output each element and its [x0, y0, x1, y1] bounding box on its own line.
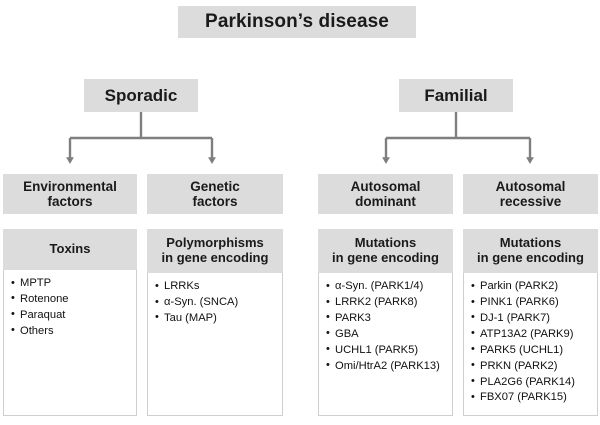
list-mutations-recessive: Parkin (PARK2)PINK1 (PARK6)DJ-1 (PARK7)A…	[471, 279, 597, 406]
panel-header-mutations-dominant: Mutations in gene encoding	[318, 229, 453, 274]
list-item: FBX07 (PARK15)	[471, 390, 597, 406]
panel-polymorphisms: Polymorphisms in gene encoding LRRKsα-Sy…	[147, 229, 283, 416]
list-item: PINK1 (PARK6)	[471, 295, 597, 311]
category-line-1: Autosomal	[350, 178, 421, 194]
list-item: α-Syn. (SNCA)	[155, 295, 282, 311]
list-item: Others	[11, 323, 136, 340]
diagram-title: Parkinson’s disease	[178, 6, 416, 38]
category-line-2: factors	[192, 194, 238, 209]
list-toxins: MPTPRotenoneParaquatOthers	[11, 276, 136, 340]
panel-header-line-1: Mutations	[354, 235, 417, 250]
list-item: α-Syn. (PARK1/4)	[326, 279, 452, 295]
panel-body-polymorphisms: LRRKsα-Syn. (SNCA)Tau (MAP)	[147, 273, 283, 416]
list-item: PRKN (PARK2)	[471, 358, 597, 375]
branch-familial: Familial	[399, 79, 513, 112]
list-item: ATP13A2 (PARK9)	[471, 326, 597, 343]
list-item: GBA	[326, 326, 452, 343]
list-item: PARK3	[326, 310, 452, 327]
category-line-2: dominant	[355, 194, 416, 209]
category-line-2: factors	[47, 194, 93, 209]
panel-header-line-2: in gene encoding	[477, 249, 584, 265]
category-line-2: recessive	[499, 194, 562, 209]
panel-header-line-1: Toxins	[49, 240, 91, 256]
category-autosomal-dominant: Autosomal dominant	[318, 174, 453, 214]
list-mutations-dominant: α-Syn. (PARK1/4)LRRK2 (PARK8)PARK3GBAUCH…	[326, 279, 452, 374]
list-item: PARK5 (UCHL1)	[471, 342, 597, 359]
list-item: LRRK2 (PARK8)	[326, 295, 452, 311]
panel-mutations-dominant: Mutations in gene encoding α-Syn. (PARK1…	[318, 229, 453, 416]
connector-familial	[382, 112, 534, 164]
panel-mutations-recessive: Mutations in gene encoding Parkin (PARK2…	[463, 229, 598, 416]
category-environmental-factors: Environmental factors	[3, 174, 137, 214]
list-item: Rotenone	[11, 291, 136, 308]
list-item: LRRKs	[155, 279, 282, 295]
panel-body-mutations-recessive: Parkin (PARK2)PINK1 (PARK6)DJ-1 (PARK7)A…	[463, 273, 598, 416]
panel-toxins: Toxins MPTPRotenoneParaquatOthers	[3, 229, 137, 416]
category-autosomal-recessive: Autosomal recessive	[463, 174, 598, 214]
list-item: DJ-1 (PARK7)	[471, 310, 597, 327]
panel-header-polymorphisms: Polymorphisms in gene encoding	[147, 229, 283, 274]
list-item: MPTP	[11, 276, 136, 292]
category-genetic-factors: Genetic factors	[147, 174, 283, 214]
panel-header-line-2: in gene encoding	[161, 249, 269, 265]
panel-header-line-2: in gene encoding	[332, 249, 439, 265]
list-item: Tau (MAP)	[155, 310, 282, 327]
list-item: UCHL1 (PARK5)	[326, 342, 452, 359]
list-item: Parkin (PARK2)	[471, 279, 597, 295]
panel-header-toxins: Toxins	[3, 229, 137, 270]
panel-header-line-1: Polymorphisms	[166, 235, 264, 250]
panel-header-mutations-recessive: Mutations in gene encoding	[463, 229, 598, 274]
category-line-1: Environmental	[23, 178, 117, 194]
panel-body-toxins: MPTPRotenoneParaquatOthers	[3, 270, 137, 416]
connector-sporadic	[66, 112, 216, 164]
list-polymorphisms: LRRKsα-Syn. (SNCA)Tau (MAP)	[155, 279, 282, 327]
list-item: PLA2G6 (PARK14)	[471, 374, 597, 391]
list-item: Paraquat	[11, 307, 136, 324]
panel-header-line-1: Mutations	[499, 235, 562, 250]
category-line-1: Genetic	[190, 178, 240, 194]
list-item: Omi/HtrA2 (PARK13)	[326, 358, 452, 375]
branch-sporadic: Sporadic	[84, 79, 198, 112]
panel-body-mutations-dominant: α-Syn. (PARK1/4)LRRK2 (PARK8)PARK3GBAUCH…	[318, 273, 453, 416]
category-line-1: Autosomal	[495, 178, 566, 194]
